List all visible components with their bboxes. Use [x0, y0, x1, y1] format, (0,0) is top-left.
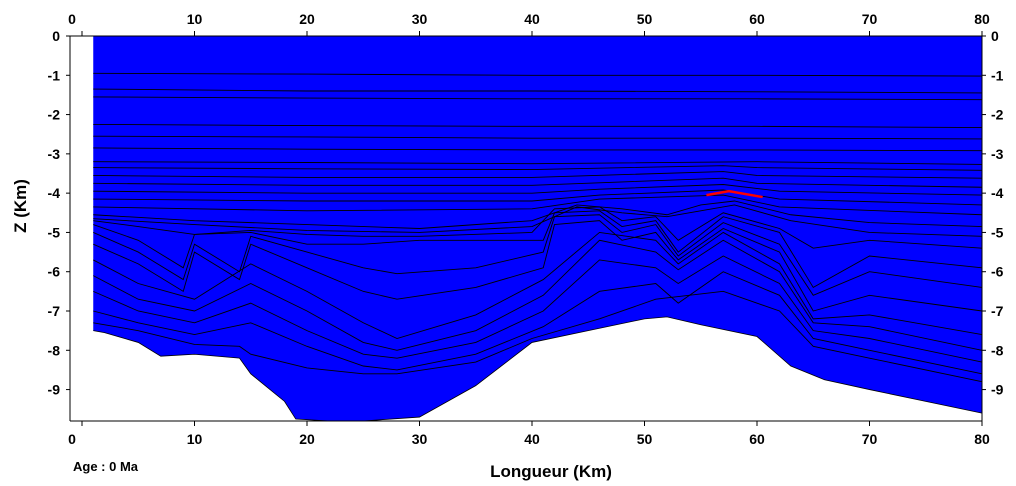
y-tick-label: -3 [48, 146, 61, 162]
horizon-line [93, 231, 982, 339]
age-annotation: Age : 0 Ma [73, 459, 139, 474]
x-tick-label-top: 60 [749, 11, 765, 27]
y-tick-label-right: -2 [991, 107, 1004, 123]
x-tick-label-top: 0 [68, 11, 76, 27]
y-tick-label-right: -1 [991, 67, 1004, 83]
horizon-line [93, 271, 982, 375]
y-tick-label-right: -4 [991, 185, 1004, 201]
horizon-line [93, 184, 982, 196]
y-tick-label: -2 [48, 107, 61, 123]
horizon-line [93, 161, 982, 165]
axes-layer [69, 35, 983, 422]
horizon-line [93, 135, 982, 140]
horizon-line [93, 255, 982, 363]
y-tick-label: -6 [48, 264, 61, 280]
y-tick-label: -4 [48, 185, 61, 201]
sediment-fill [93, 36, 982, 421]
horizon-line [93, 204, 982, 237]
x-tick-label: 80 [974, 431, 990, 447]
y-tick-label-right: -5 [991, 224, 1004, 240]
x-axis-label: Longueur (Km) [490, 462, 612, 481]
horizon-line [93, 214, 982, 296]
y-tick-label-right: -6 [991, 264, 1004, 280]
horizon-line [93, 189, 982, 206]
horizon-line [93, 220, 982, 312]
x-tick-label: 0 [68, 431, 76, 447]
x-tick-label: 40 [524, 431, 540, 447]
horizon-line [93, 177, 982, 188]
y-tick-label: -1 [48, 67, 61, 83]
horizon-line [93, 165, 982, 171]
horizon-line [93, 123, 982, 128]
x-tick-label-top: 40 [524, 11, 540, 27]
fill-layer [93, 36, 982, 421]
x-tick-label-top: 50 [637, 11, 653, 27]
x-tick-label: 10 [187, 431, 203, 447]
horizon-line [93, 206, 982, 249]
horizon-layer [93, 72, 982, 421]
basement-line [93, 316, 982, 421]
horizon-line [93, 88, 982, 94]
horizon-line [93, 210, 982, 289]
x-tick-label: 30 [412, 431, 428, 447]
x-tick-label-top: 20 [299, 11, 315, 27]
y-tick-label-right: 0 [991, 28, 999, 44]
horizon-line [93, 72, 982, 77]
x-tick-label-top: 10 [187, 11, 203, 27]
y-tick-label: -8 [48, 342, 61, 358]
horizon-line [93, 147, 982, 152]
x-tick-label-top: 30 [412, 11, 428, 27]
x-tick-label: 20 [299, 431, 315, 447]
horizon-line [93, 171, 982, 179]
x-tick-label: 60 [749, 431, 765, 447]
horizon-line [93, 200, 982, 229]
y-tick-label: -9 [48, 382, 61, 398]
y-tick-label-right: -8 [991, 342, 1004, 358]
y-tick-label: -5 [48, 224, 61, 240]
horizon-line [93, 194, 982, 216]
y-axis-label: Z (Km) [11, 179, 30, 233]
horizon-line [93, 290, 982, 383]
x-tick-label: 50 [637, 431, 653, 447]
y-tick-label: -7 [48, 303, 61, 319]
x-tick-label-top: 70 [862, 11, 878, 27]
y-tick-label-right: -3 [991, 146, 1004, 162]
y-tick-label-right: -9 [991, 382, 1004, 398]
highlight-horizon [706, 189, 763, 199]
x-tick-label: 70 [862, 431, 878, 447]
y-tick-label-right: -7 [991, 303, 1004, 319]
horizon-line [93, 239, 982, 351]
y-tick-label: 0 [52, 28, 60, 44]
horizon-line [93, 96, 982, 101]
x-tick-label-top: 80 [974, 11, 990, 27]
